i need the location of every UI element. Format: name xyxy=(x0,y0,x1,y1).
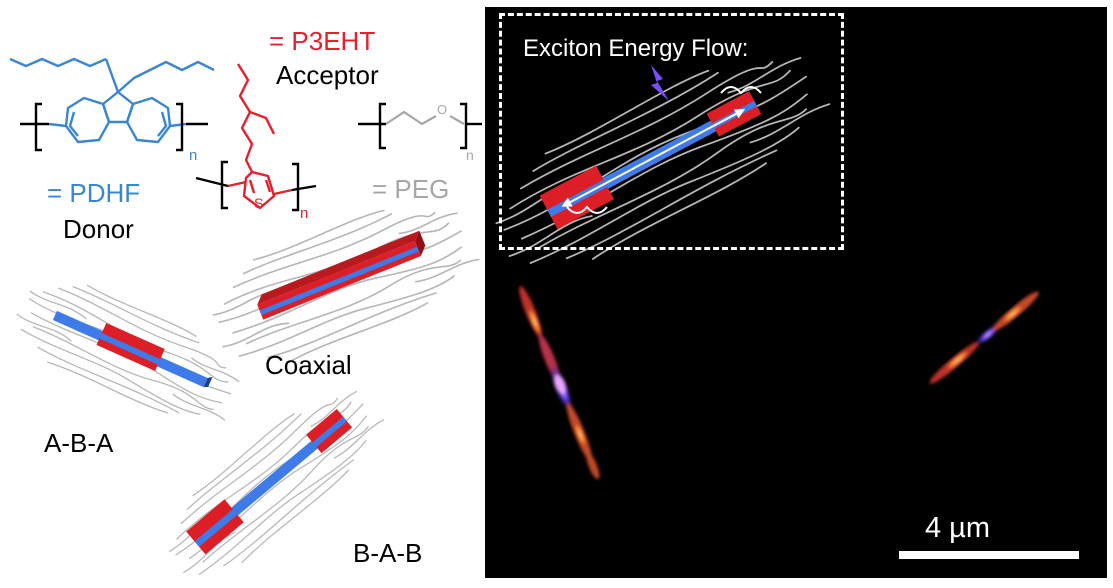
pdhf-subscript: n xyxy=(189,147,197,164)
coaxial-label: Coaxial xyxy=(265,350,352,380)
left-rod-emission xyxy=(519,286,600,480)
hop-arrow-icon xyxy=(566,205,608,214)
aba-micelle xyxy=(3,263,253,439)
micrograph-panel: Exciton Energy Flow: 4 µm xyxy=(485,7,1107,578)
pdhf-structure xyxy=(9,57,215,144)
right-rod-emission xyxy=(929,291,1039,384)
scale-bar-label: 4 µm xyxy=(925,512,991,544)
p3eht-subscript: n xyxy=(300,205,308,222)
p3eht-structure xyxy=(227,63,293,210)
peg-subscript: n xyxy=(466,147,474,163)
coaxial-micelle xyxy=(196,180,485,384)
p3eht-label: = P3EHT xyxy=(269,26,376,56)
hop-arrow-icon xyxy=(720,86,762,95)
aba-label: A-B-A xyxy=(44,428,114,458)
inset-title: Exciton Energy Flow: xyxy=(523,35,749,62)
sulfur-atom: S xyxy=(254,195,263,211)
bab-micelle xyxy=(149,369,397,588)
excitation-bolt-icon xyxy=(651,65,669,101)
bab-label: B-A-B xyxy=(353,538,423,568)
schematic-drawing: n S n O n xyxy=(3,57,485,588)
scale-bar xyxy=(899,551,1079,559)
inset-frame xyxy=(499,13,844,250)
pdhf-label: = PDHF xyxy=(47,178,141,208)
peg-structure xyxy=(385,110,465,126)
schematic-panel: n S n O n xyxy=(0,0,485,588)
donor-label: Donor xyxy=(63,214,134,244)
peg-label: = PEG xyxy=(372,174,450,204)
inset-illustration xyxy=(485,24,843,294)
oxygen-atom: O xyxy=(437,102,447,117)
micrograph-image xyxy=(485,24,1039,480)
acceptor-label: Acceptor xyxy=(276,60,379,90)
